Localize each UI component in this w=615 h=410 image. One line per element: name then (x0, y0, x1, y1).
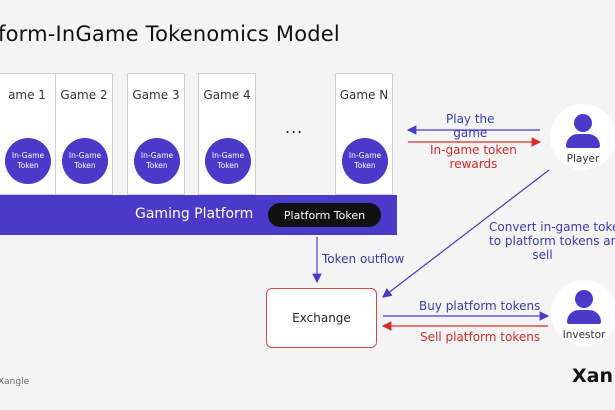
reward-label-line: In-game token (430, 143, 517, 157)
person-icon (575, 290, 593, 308)
game-card-3: Game 3 In-Game Token (127, 73, 185, 195)
reward-label-line: rewards (449, 157, 498, 171)
in-game-token-badge: In-Game Token (5, 138, 51, 184)
game-card-1: ame 1 In-Game Token (0, 73, 56, 195)
token-text: Token (17, 161, 39, 170)
convert-label: Convert in-game toker to platform tokens… (489, 220, 615, 262)
diagram-title: form-InGame Tokenomics Model (0, 22, 340, 46)
token-text: Token (146, 161, 168, 170)
token-text: Token (74, 161, 96, 170)
game-label: Game 2 (60, 88, 108, 102)
exchange-label: Exchange (292, 311, 351, 325)
convert-arrow (382, 169, 550, 298)
in-game-token-badge: In-Game Token (205, 138, 251, 184)
token-text: In-Game (348, 151, 382, 160)
game-card-2: Game 2 In-Game Token (55, 73, 113, 195)
person-icon-body (567, 310, 601, 324)
buy-label: Buy platform tokens (419, 299, 541, 313)
person-icon-body (566, 134, 600, 148)
in-game-token-badge: In-Game Token (342, 138, 388, 184)
convert-label-line: sell (532, 248, 553, 262)
footer-logo: Xan (572, 365, 613, 387)
token-text: In-Game (140, 151, 174, 160)
exchange-box: Exchange (266, 288, 377, 348)
game-label: Game 3 (132, 88, 180, 102)
footer-brand-small: Xangle (0, 377, 30, 387)
game-label: ame 1 (8, 88, 46, 102)
player-node: Player (550, 104, 615, 170)
in-game-token-badge: In-Game Token (62, 138, 108, 184)
gaming-platform-label: Gaming Platform (135, 206, 254, 222)
token-text: In-Game (11, 151, 45, 160)
play-label-line: game (453, 126, 488, 140)
token-text: In-Game (211, 151, 245, 160)
game-label: Game N (339, 88, 389, 102)
token-text: In-Game (68, 151, 102, 160)
gaming-platform-bar: Gaming Platform Platform Token (0, 195, 397, 235)
platform-token-pill: Platform Token (268, 203, 381, 227)
token-text: Token (217, 161, 239, 170)
investor-node: Investor (551, 280, 615, 346)
token-text: Token (354, 161, 376, 170)
game-card-n: Game N In-Game Token (335, 73, 393, 195)
play-label-line: Play the (446, 112, 495, 126)
game-label: Game 4 (203, 88, 251, 102)
person-icon (574, 114, 592, 132)
more-games-ellipsis: ... (285, 118, 304, 137)
play-label: Play the game (446, 112, 495, 140)
convert-label-line: to platform tokens an (489, 234, 615, 248)
reward-label: In-game token rewards (430, 143, 517, 171)
investor-label: Investor (562, 329, 606, 341)
convert-label-line: Convert in-game toker (489, 220, 615, 234)
sell-label: Sell platform tokens (420, 330, 541, 344)
game-card-4: Game 4 In-Game Token (198, 73, 256, 195)
outflow-label: Token outflow (322, 252, 405, 266)
player-label: Player (566, 153, 600, 165)
in-game-token-badge: In-Game Token (134, 138, 180, 184)
